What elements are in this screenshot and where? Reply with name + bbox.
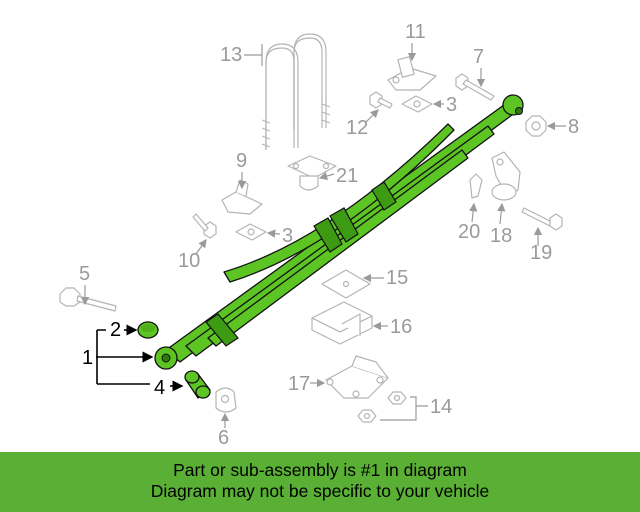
leaf-spring-part-1[interactable] (154, 94, 524, 370)
pad-part-15 (321, 269, 371, 299)
callout-12: 12 (346, 117, 368, 139)
nut-plate-part-3b (235, 223, 267, 241)
bushing-part-6 (215, 387, 237, 413)
spacer-part-16 (311, 301, 373, 345)
callout-3a: 3 (446, 94, 457, 116)
nut-plate-part-3a (401, 95, 433, 113)
callout-16: 16 (390, 316, 412, 338)
callout-17: 17 (288, 373, 310, 395)
callout-13: 13 (220, 44, 242, 66)
callout-7: 7 (473, 46, 484, 68)
u-bolt-part (261, 33, 331, 150)
callout-1: 1 (82, 347, 93, 369)
bolt-part-10 (192, 213, 217, 239)
parts-diagram: 13 11 7 12 3 8 9 (59, 21, 579, 449)
info-banner: Part or sub-assembly is #1 in diagram Di… (0, 452, 640, 512)
callout-9: 9 (236, 150, 247, 172)
shackle-part-18 (491, 151, 521, 201)
banner-line-2: Diagram may not be specific to your vehi… (150, 481, 490, 501)
cap-part-2[interactable] (137, 321, 159, 339)
callout-3b: 3 (282, 225, 293, 247)
bracket-part-17 (325, 355, 389, 399)
bolt-part-19 (521, 207, 563, 231)
callout-20: 20 (458, 221, 480, 243)
bushing-part-4[interactable] (184, 370, 211, 399)
bolt-part-12 (369, 91, 393, 109)
callout-8: 8 (568, 116, 579, 138)
nut-part-14 (357, 391, 407, 423)
nut-part-8 (525, 115, 547, 137)
callout-5: 5 (79, 263, 90, 285)
bolt-part-7 (455, 73, 495, 101)
bolt-part-5 (59, 287, 117, 312)
banner-line-1: Part or sub-assembly is #1 in diagram (173, 460, 467, 480)
bracket-part-11 (387, 56, 437, 91)
callout-6: 6 (218, 427, 229, 449)
bump-stop-part-21 (287, 155, 337, 191)
callout-2: 2 (110, 319, 121, 341)
callout-4: 4 (154, 377, 165, 399)
callout-18: 18 (490, 225, 512, 247)
bolt-part-20 (469, 173, 483, 199)
callout-10: 10 (178, 250, 200, 272)
callout-19: 19 (530, 242, 552, 264)
callout-11: 11 (405, 21, 426, 43)
callout-21: 21 (336, 165, 358, 187)
callout-15: 15 (386, 267, 408, 289)
callout-14: 14 (430, 396, 452, 418)
